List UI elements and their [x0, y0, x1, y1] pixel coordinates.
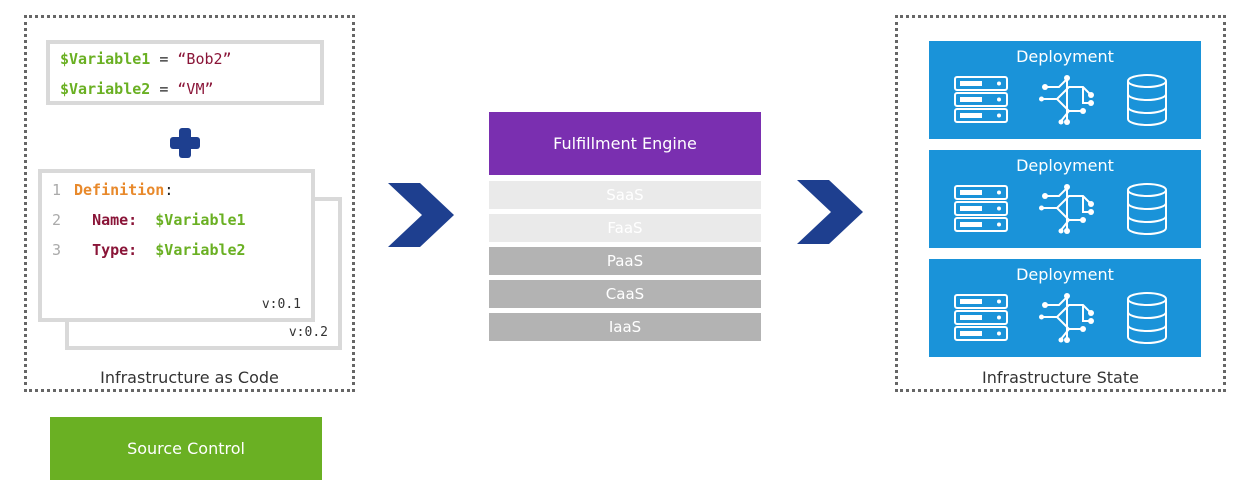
- database-icon: [1127, 292, 1167, 344]
- server-rack-icon: [954, 294, 1008, 341]
- server-rack-icon: [954, 185, 1008, 232]
- database-icon: [1127, 183, 1167, 235]
- layer-iaas: IaaS: [489, 313, 761, 341]
- layer-faas: FaaS: [489, 214, 761, 242]
- deployment-title: Deployment: [1016, 265, 1114, 284]
- chevron-right-icon: [388, 183, 454, 247]
- iac-container: [24, 15, 355, 392]
- database-icon: [1127, 74, 1167, 126]
- plus-icon: [170, 128, 200, 158]
- iac-caption: Infrastructure as Code: [100, 368, 279, 387]
- deployment-card: Deployment: [929, 259, 1201, 357]
- variable-line-1: $Variable1 = “Bob2”: [60, 50, 232, 68]
- deployment-card: Deployment: [929, 150, 1201, 248]
- chevron-right-icon: [797, 180, 863, 244]
- definition-line-2: 2 Name: $Variable1: [52, 211, 246, 229]
- layer-caas: CaaS: [489, 280, 761, 308]
- version-label-back: v:0.2: [288, 325, 328, 340]
- fulfillment-engine: Fulfillment Engine: [489, 112, 761, 175]
- source-control-block: Source Control: [50, 417, 322, 480]
- layer-paas: PaaS: [489, 247, 761, 275]
- variables-box: $Variable1 = “Bob2” $Variable2 = “VM”: [46, 40, 324, 105]
- state-caption: Infrastructure State: [982, 368, 1139, 387]
- infrastructure-state-container: [895, 15, 1226, 392]
- network-nodes-icon: [1039, 75, 1094, 125]
- deployment-title: Deployment: [1016, 47, 1114, 66]
- deployment-card: Deployment: [929, 41, 1201, 139]
- server-rack-icon: [954, 76, 1008, 123]
- deployment-title: Deployment: [1016, 156, 1114, 175]
- variable-line-2: $Variable2 = “VM”: [60, 80, 214, 98]
- version-label-front: v:0.1: [261, 297, 301, 312]
- layer-saas: SaaS: [489, 181, 761, 209]
- definition-line-3: 3 Type: $Variable2: [52, 241, 246, 259]
- network-nodes-icon: [1039, 184, 1094, 234]
- network-nodes-icon: [1039, 293, 1094, 343]
